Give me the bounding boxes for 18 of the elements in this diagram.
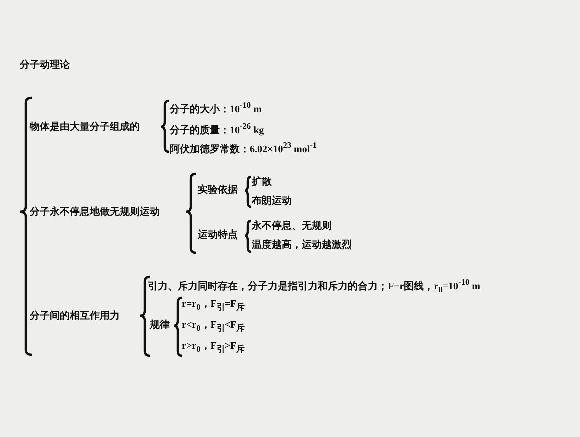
topic-label: 规律 <box>150 320 170 332</box>
topic-label: 扩散 <box>252 177 272 189</box>
formula-text: r<r$_{0}$，F$_{引}$<F$_{斥}$ <box>182 320 245 335</box>
formula-text: r>r$_{0}$，F$_{引}$>F$_{斥}$ <box>182 341 245 356</box>
formula-text: 分子的大小：10$^{-10}$ m <box>170 100 262 116</box>
topic-label: 永不停息、无规则 <box>252 221 332 233</box>
topic-label: 物体是由大量分子组成的 <box>30 122 140 134</box>
topic-label: 温度越高，运动越激烈 <box>252 240 352 252</box>
topic-label: 实验依据 <box>198 185 238 197</box>
topic-label: 布朗运动 <box>252 196 292 208</box>
diagram-title: 分子动理论 <box>20 60 70 72</box>
formula-text: r=r$_{0}$，F$_{引}$=F$_{斥}$ <box>182 299 245 314</box>
topic-label: 分子永不停息地做无规则运动 <box>30 207 160 219</box>
formula-text: 分子的质量：10$^{-26}$ kg <box>170 121 264 138</box>
formula-text: 引力、斥力同时存在，分子力是指引力和斥力的合力；F−r图线，r$_{0}$=10$^{-10}$ m <box>148 277 481 296</box>
topic-label: 分子间的相互作用力 <box>30 311 120 323</box>
topic-label: 运动特点 <box>198 230 238 242</box>
formula-text: 阿伏加德罗常数：6.02×10$^{23}$ mol$^{-1}$ <box>170 140 318 156</box>
